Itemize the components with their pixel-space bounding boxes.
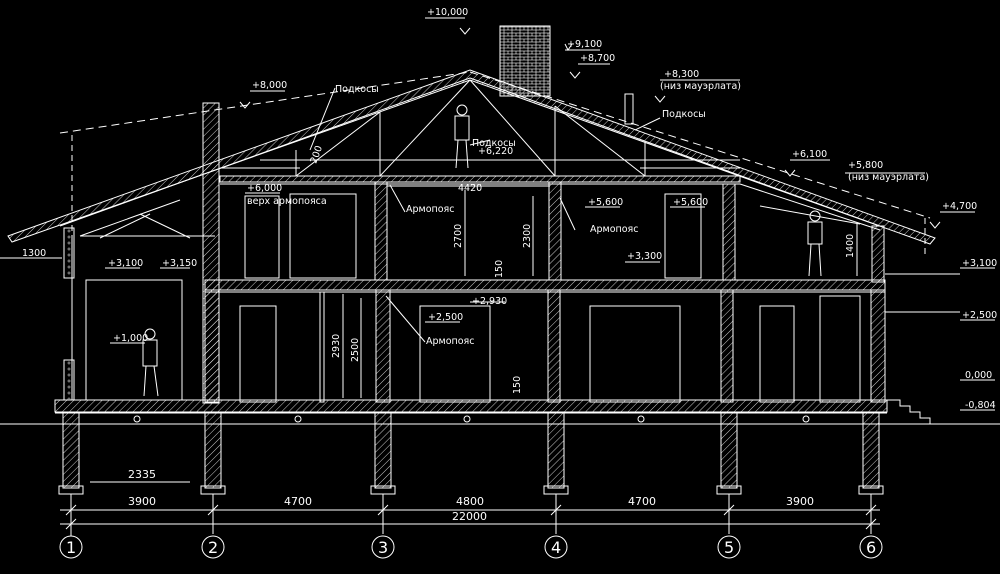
elev-3150: +3,150 — [162, 258, 197, 269]
elev-3100-right: +3,100 — [962, 258, 997, 269]
elev-2500: +2,500 — [428, 312, 463, 323]
dim-150-bottom: 150 — [512, 376, 523, 394]
elev-1000: +1,000 — [113, 333, 148, 344]
elev-6000: +6,000 — [247, 183, 282, 194]
slab-floor-2 — [204, 279, 886, 293]
dim-2300: 2300 — [522, 224, 533, 248]
label-armopoyas-1: Армопояс — [406, 204, 454, 215]
elev-9100: +9,100 — [567, 39, 602, 50]
elevation-leaders — [105, 17, 995, 411]
elev-3100: +3,100 — [108, 258, 143, 269]
axis-5: 5 — [724, 538, 734, 557]
axis-markers — [59, 534, 883, 559]
dim-150-top: 150 — [494, 260, 505, 278]
elev-minus-804: -0,804 — [965, 400, 996, 411]
dim-total: 22000 — [452, 510, 487, 523]
elev-6100: +6,100 — [792, 149, 827, 160]
elev-8700: +8,700 — [580, 53, 615, 64]
label-armopoyas-2: Армопояс — [590, 224, 638, 235]
elev-6000-note: верх армопояса — [247, 196, 327, 207]
dim-bay-2: 4700 — [284, 495, 312, 508]
ground-slab — [54, 399, 931, 424]
person-figure — [807, 210, 823, 277]
elev-0000: 0,000 — [965, 370, 992, 381]
axis-2: 2 — [208, 538, 218, 557]
dim-bay-5: 3900 — [786, 495, 814, 508]
elev-8300-note: (низ мауэрлата) — [660, 81, 741, 92]
elev-2930: +2,930 — [472, 296, 507, 307]
elev-6220: +6,220 — [478, 146, 513, 157]
truss — [79, 79, 881, 239]
elev-8000: +8,000 — [252, 80, 287, 91]
elevation-labels: +10,000 +9,100 +8,700 +8,300 (низ мауэрл… — [108, 7, 997, 411]
axis-6: 6 — [866, 538, 876, 557]
floor-1 — [63, 289, 886, 403]
label-armopoyas-3: Армопояс — [426, 336, 474, 347]
dim-1300: 1300 — [22, 248, 46, 259]
elev-3300: +3,300 — [627, 251, 662, 262]
floor-2 — [63, 181, 885, 401]
axis-3: 3 — [378, 538, 388, 557]
dim-2930: 2930 — [331, 334, 342, 358]
elev-5600-a: +5,600 — [588, 197, 623, 208]
foundation-piers — [58, 412, 884, 495]
axis-4: 4 — [551, 538, 561, 557]
person-figure — [454, 104, 470, 169]
elev-8300: +8,300 — [664, 69, 699, 80]
axis-1: 1 — [66, 538, 76, 557]
attic-slab — [219, 175, 741, 185]
axis-labels: 1 2 3 4 5 6 — [66, 538, 876, 557]
dimension-lines — [0, 185, 880, 534]
dimension-labels: 1300 4420 2700 2300 1400 150 2930 2500 1… — [22, 144, 856, 523]
elev-10000: +10,000 — [427, 7, 468, 18]
person-figure — [142, 328, 159, 397]
dim-2500: 2500 — [350, 338, 361, 362]
dim-4420: 4420 — [458, 183, 482, 194]
elev-2500-right: +2,500 — [962, 310, 997, 321]
label-braces-left: Подкосы — [335, 84, 379, 95]
chimney — [499, 25, 551, 97]
dim-bay-4: 4700 — [628, 495, 656, 508]
label-braces-center: Подкосы — [472, 138, 516, 149]
roof — [7, 69, 936, 255]
dim-bay-1: 3900 — [128, 495, 156, 508]
elev-5600-b: +5,600 — [673, 197, 708, 208]
annotation-labels: Подкосы Подкосы Подкосы Армопояс Армопоя… — [335, 84, 706, 347]
elev-5800-note: (низ мауэрлата) — [848, 172, 929, 183]
elev-5800: +5,800 — [848, 160, 883, 171]
dim-bay-3: 4800 — [456, 495, 484, 508]
dim-2700: 2700 — [453, 224, 464, 248]
vent-pipe — [624, 93, 634, 125]
dim-2335: 2335 — [128, 468, 156, 481]
label-braces-right: Подкосы — [662, 109, 706, 120]
elev-4700: +4,700 — [942, 201, 977, 212]
dim-1400: 1400 — [845, 234, 856, 258]
